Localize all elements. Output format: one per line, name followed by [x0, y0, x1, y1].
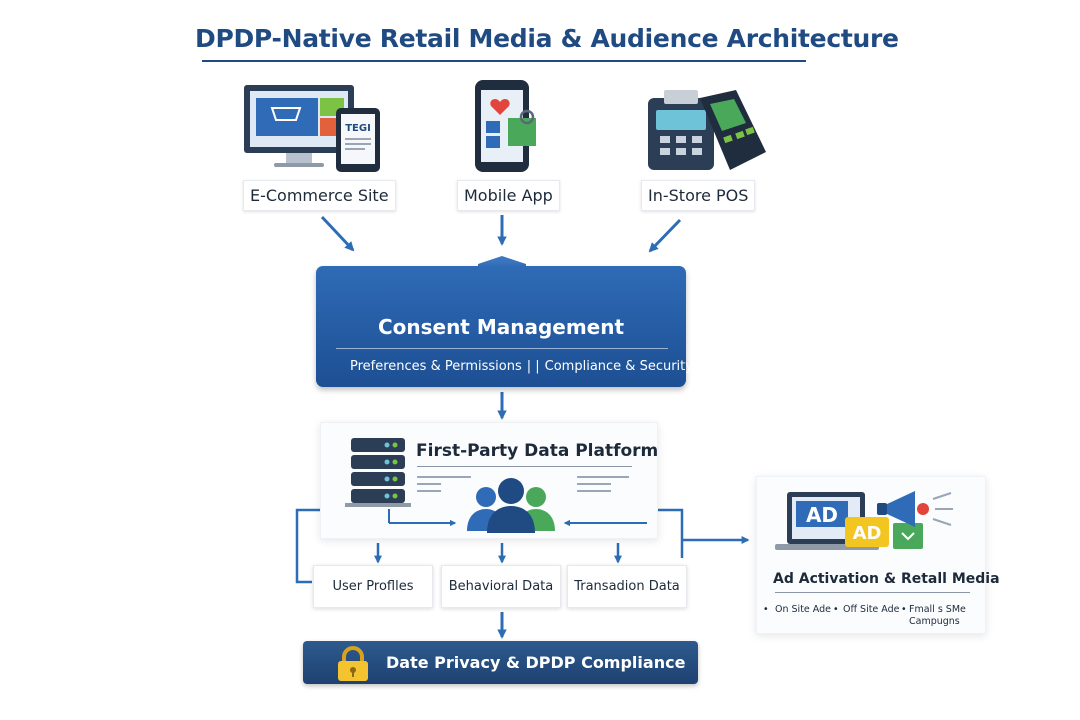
bullet-off-site: Off Site Ade [843, 604, 900, 615]
ad-activation-underline [775, 592, 970, 593]
consent-separator: | | [526, 359, 540, 374]
privacy-compliance-bar: Date Privacy & DPDP Compliance [303, 641, 698, 684]
arrow-pos-to-consent [648, 218, 682, 253]
bullet-marker: • [763, 604, 769, 615]
left-text-lines [417, 476, 471, 492]
platform-illustration [345, 438, 647, 533]
ad-activation-title: Ad Activation & Retall Media [773, 571, 1000, 587]
consent-subtitle: Preferences & Permissions | | Compliance &… [350, 359, 693, 374]
pos-terminal-icon [648, 90, 766, 170]
mobile-phone-icon [475, 80, 536, 172]
bullet-marker: • [833, 604, 839, 615]
laptop-ad-text: AD [806, 503, 838, 527]
diagram-title: DPDP-Native Retail Media & Audience Arch… [195, 24, 899, 53]
bullet-on-site: On Site Ade [775, 604, 831, 615]
title-underline [202, 60, 806, 62]
users-group-icon [467, 478, 555, 533]
platform-title-underline [417, 466, 632, 467]
bullet-campaigns: Campugns [909, 616, 960, 627]
bullet-email-sms: Fmall s SMe [909, 604, 966, 615]
right-text-lines [577, 476, 629, 492]
bullet-marker: • [901, 604, 907, 615]
category-label: User Proflles [332, 579, 414, 594]
category-label: Transadion Data [574, 579, 680, 594]
category-user-profiles: User Proflles [313, 565, 433, 608]
desktop-tablet-icon: TEGI [244, 85, 380, 172]
source-label-in-store-pos: In-Store POS [641, 180, 756, 211]
right-bracket-connector [656, 508, 684, 558]
badge-ad-text: AD [853, 523, 882, 544]
source-label-ecommerce: E-Commerce Site [243, 180, 396, 211]
ad-badge-icon: AD [845, 517, 923, 549]
ad-illustration: AD AD [775, 491, 953, 550]
padlock-icon [338, 646, 368, 681]
category-transaction-data: Transadion Data [567, 565, 687, 608]
left-bracket-connector [295, 508, 320, 584]
category-behavioral-data: Behavioral Data [441, 565, 561, 608]
category-label: Behavioral Data [448, 579, 554, 594]
consent-preferences: Preferences & Permissions [350, 359, 522, 374]
consent-management-box: Consent Management Preferences & Permiss… [316, 266, 693, 387]
server-stack-icon [345, 438, 411, 507]
ad-activation-box: AD AD Ad Activation & Retall Media • On … [756, 476, 1000, 634]
consent-divider [336, 348, 668, 349]
consent-title: Consent Management [377, 315, 625, 339]
megaphone-icon [877, 491, 953, 527]
consent-compliance: Compliance & Security [544, 359, 693, 374]
privacy-label: Date Privacy & DPDP Compliance [386, 653, 686, 672]
tablet-screen-text: TEGI [345, 123, 371, 134]
platform-title: First-Party Data Platform [416, 441, 659, 461]
first-party-data-platform-box: First-Party Data Platform [320, 422, 658, 539]
arrow-ecommerce-to-consent [320, 215, 355, 252]
source-label-mobile-app: Mobile App [457, 180, 560, 211]
